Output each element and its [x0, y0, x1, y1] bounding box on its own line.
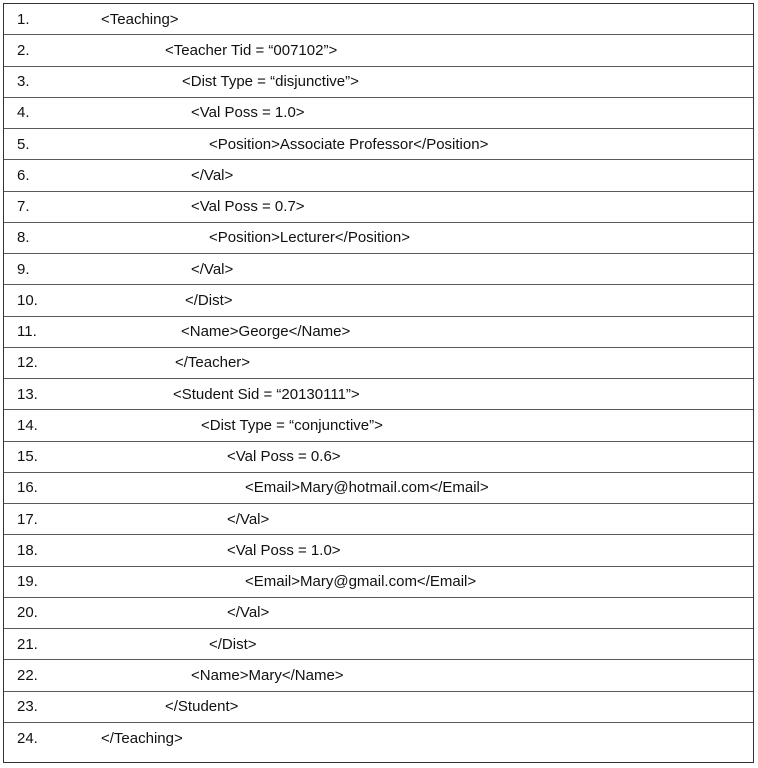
line-code: <Email>Mary@gmail.com</Email> — [245, 573, 477, 591]
line-number: 24. — [17, 729, 38, 747]
line-number: 17. — [17, 510, 38, 528]
code-line: 22. <Name>Mary</Name> — [4, 660, 753, 692]
line-number: 9. — [17, 260, 30, 278]
code-line: 7. <Val Poss = 0.7> — [4, 192, 753, 223]
line-number: 22. — [17, 666, 38, 684]
line-code: </Dist> — [185, 291, 233, 309]
line-number: 1. — [17, 10, 30, 28]
line-code: <Position>Associate Professor</Position> — [209, 135, 489, 153]
code-line: 19. <Email>Mary@gmail.com</Email> — [4, 567, 753, 598]
line-number: 23. — [17, 698, 38, 716]
code-line: 20. </Val> — [4, 598, 753, 629]
line-code: <Val Poss = 1.0> — [227, 541, 341, 559]
line-code: </Val> — [227, 604, 270, 622]
line-number: 6. — [17, 166, 30, 184]
code-line: 8. <Position>Lecturer</Position> — [4, 223, 753, 254]
line-number: 18. — [17, 541, 38, 559]
code-line: 23. </Student> — [4, 692, 753, 723]
code-line: 21. </Dist> — [4, 629, 753, 661]
line-code: <Dist Type = “disjunctive”> — [182, 73, 359, 91]
code-line: 9. </Val> — [4, 254, 753, 286]
line-code: <Email>Mary@hotmail.com</Email> — [245, 479, 489, 497]
line-number: 16. — [17, 479, 38, 497]
line-number: 12. — [17, 354, 38, 372]
line-number: 20. — [17, 604, 38, 622]
line-code: </Student> — [165, 698, 239, 716]
line-number: 4. — [17, 104, 30, 122]
code-line: 2. <Teacher Tid = “007102”> — [4, 35, 753, 67]
line-number: 11. — [17, 323, 37, 341]
line-number: 21. — [17, 635, 38, 653]
xml-code-listing: 1. <Teaching> 2. <Teacher Tid = “007102”… — [3, 3, 754, 763]
line-number: 8. — [17, 229, 30, 247]
code-line: 15. <Val Poss = 0.6> — [4, 442, 753, 473]
line-number: 13. — [17, 385, 38, 403]
line-code: <Dist Type = “conjunctive”> — [201, 416, 383, 434]
code-line: 1. <Teaching> — [4, 4, 753, 36]
line-code: </Val> — [191, 260, 234, 278]
line-code: </Val> — [191, 166, 234, 184]
code-line: 24. </Teaching> — [4, 723, 753, 754]
code-line: 6. </Val> — [4, 160, 753, 192]
line-code: <Name>George</Name> — [181, 323, 351, 341]
line-code: </Teacher> — [175, 354, 251, 372]
line-code: </Dist> — [209, 635, 257, 653]
line-code: <Position>Lecturer</Position> — [209, 229, 410, 247]
code-line: 18. <Val Poss = 1.0> — [4, 535, 753, 567]
line-code: </Teaching> — [101, 729, 183, 747]
code-line: 14. <Dist Type = “conjunctive”> — [4, 410, 753, 442]
line-number: 7. — [17, 198, 30, 216]
code-line: 3. <Dist Type = “disjunctive”> — [4, 67, 753, 98]
code-line: 13. <Student Sid = “20130111”> — [4, 379, 753, 411]
code-line: 4. <Val Poss = 1.0> — [4, 98, 753, 129]
line-number: 2. — [17, 41, 30, 59]
line-number: 3. — [17, 73, 30, 91]
line-code: <Student Sid = “20130111”> — [173, 385, 360, 403]
line-number: 5. — [17, 135, 30, 153]
line-code: </Val> — [227, 510, 270, 528]
line-code: <Val Poss = 0.7> — [191, 198, 305, 216]
line-number: 10. — [17, 291, 38, 309]
code-line: 5. <Position>Associate Professor</Positi… — [4, 129, 753, 161]
line-number: 19. — [17, 573, 38, 591]
line-code: <Val Poss = 1.0> — [191, 104, 305, 122]
code-line: 10. </Dist> — [4, 285, 753, 317]
line-number: 15. — [17, 448, 38, 466]
line-code: <Teaching> — [101, 10, 179, 28]
code-line: 17. </Val> — [4, 504, 753, 536]
code-line: 11. <Name>George</Name> — [4, 317, 753, 348]
line-number: 14. — [17, 416, 38, 434]
line-code: <Val Poss = 0.6> — [227, 448, 341, 466]
line-code: <Teacher Tid = “007102”> — [165, 41, 338, 59]
code-line: 16. <Email>Mary@hotmail.com</Email> — [4, 473, 753, 504]
line-code: <Name>Mary</Name> — [191, 666, 344, 684]
code-line: 12. </Teacher> — [4, 348, 753, 379]
